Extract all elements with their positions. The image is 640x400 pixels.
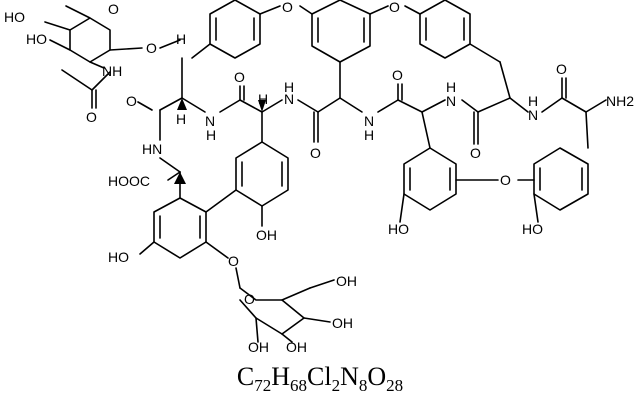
label-ho-a: HO: [4, 9, 25, 25]
label-oh-2: OH: [336, 273, 357, 289]
aryl-ring-3: [404, 0, 511, 99]
label-o-ring1: O: [108, 1, 119, 17]
formula-cl: Cl: [306, 362, 332, 391]
label-h-7: H: [528, 93, 538, 109]
formula-c: C: [236, 362, 255, 391]
label-o-bridge3: O: [500, 172, 511, 188]
label-o-amide3: O: [310, 145, 321, 161]
label-o-bridge1: O: [282, 0, 293, 15]
molecular-formula: C72H68Cl2N8O28: [0, 362, 640, 396]
label-o-amide2: O: [234, 69, 245, 85]
label-o-glyco2: O: [228, 253, 239, 269]
label-oh-3: OH: [332, 315, 353, 331]
label-o-amide5: O: [470, 145, 481, 161]
formula-h-count: 68: [289, 376, 307, 395]
label-n-1: N: [205, 113, 215, 129]
label-h-3: H: [206, 127, 216, 143]
aryl-ring-2: [299, 0, 389, 99]
label-h-4: H: [284, 79, 294, 95]
aryl-ring-6: [399, 111, 499, 223]
aryl-ring-4: [235, 111, 289, 227]
label-n-3: N: [364, 113, 374, 129]
aryl-ring-7: [517, 111, 589, 223]
label-o-ring2: O: [244, 291, 255, 307]
label-h-6: H: [446, 79, 456, 95]
formula-h: H: [271, 362, 290, 391]
label-h-5: H: [364, 127, 374, 143]
label-n-5: N: [528, 107, 538, 123]
label-oh-1: OH: [256, 227, 277, 243]
acetyl-group: [61, 69, 111, 109]
label-hooc: HOOC: [108, 173, 150, 189]
label-o-glyco: O: [146, 40, 157, 56]
formula-o: O: [367, 362, 387, 391]
label-h-9: H: [258, 91, 268, 107]
label-h-1: H: [176, 31, 186, 47]
label-oh-5: OH: [248, 339, 269, 355]
formula-c-count: 72: [254, 376, 272, 395]
sugar-ring-1: [44, 5, 181, 69]
label-o-acetyl: O: [86, 109, 97, 125]
label-oh-4: OH: [286, 339, 307, 355]
label-o-amide6: O: [556, 61, 567, 77]
label-h-2: H: [176, 111, 186, 127]
label-ho-d: HO: [388, 221, 409, 237]
label-nh-1: NH: [102, 63, 122, 79]
label-nh2: NH2: [606, 93, 634, 109]
peptide-backbone: [137, 57, 607, 181]
label-o-bridge2: O: [389, 0, 400, 15]
label-n-2: N: [284, 91, 294, 107]
formula-o-count: 28: [386, 376, 404, 395]
label-o-amide1: O: [126, 93, 137, 109]
aryl-ring-5: [139, 171, 237, 259]
label-ho-e: HO: [522, 221, 543, 237]
label-o-amide4: O: [392, 67, 403, 83]
formula-cl-count: 2: [331, 376, 341, 395]
label-ho-c: HO: [108, 249, 129, 265]
label-hn-1: HN: [142, 141, 162, 157]
label-n-4: N: [446, 93, 456, 109]
formula-n: N: [340, 362, 359, 391]
label-ho-b: HO: [26, 31, 47, 47]
formula-n-count: 8: [358, 376, 368, 395]
aryl-ring-1: [191, 0, 281, 59]
stereo-wedges: [174, 98, 266, 184]
sugar-ring-2: [235, 267, 335, 343]
